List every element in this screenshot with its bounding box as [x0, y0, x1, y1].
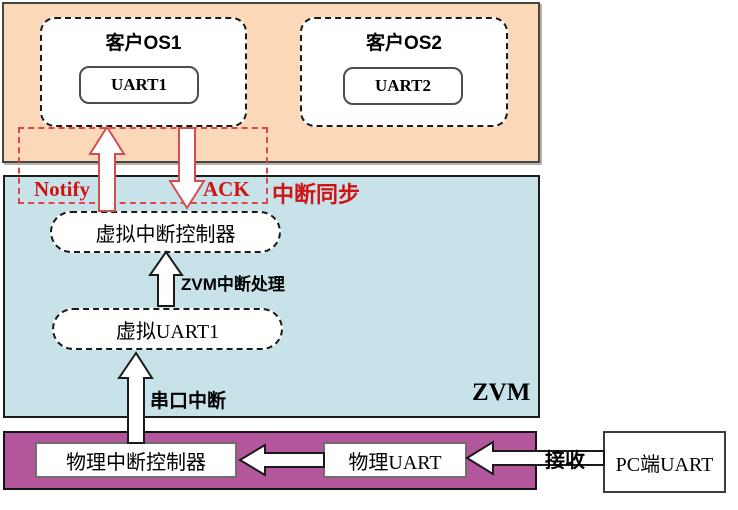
virtual-uart1-label: 虚拟UART1: [115, 320, 220, 343]
physical-uart-label: 物理UART: [348, 451, 442, 474]
serial-irq-up-arrow: [117, 351, 154, 444]
notify-label: Notify: [34, 177, 90, 201]
pc-to-phys-uart-arrow: [465, 440, 605, 476]
uart2-box: UART2: [343, 67, 463, 105]
pc-uart-box: PC端UART: [603, 431, 726, 493]
guest-os1-title: 客户OS1: [105, 33, 182, 54]
physical-uart-box: 物理UART: [323, 442, 467, 478]
serial-irq-label: 串口中断: [150, 391, 227, 412]
phys-uart-to-intc-arrow: [238, 443, 325, 477]
interrupt-sync-label: 中断同步: [272, 182, 361, 207]
physical-interrupt-controller-label: 物理中断控制器: [66, 451, 206, 474]
virtual-interrupt-controller-label: 虚拟中断控制器: [95, 223, 236, 246]
uart1-label: UART1: [110, 75, 168, 94]
zvm-irq-up-arrow: [148, 250, 184, 307]
physical-interrupt-controller-box: 物理中断控制器: [35, 442, 237, 478]
pc-uart-label: PC端UART: [615, 453, 714, 476]
uart2-label: UART2: [374, 76, 432, 95]
uart1-box: UART1: [79, 66, 199, 104]
ack-label: ACK: [203, 177, 250, 201]
receive-data-label: 接收 数据: [545, 404, 585, 510]
receive-data-line1: 接收: [545, 450, 585, 472]
zvm-panel-label: ZVM: [472, 379, 531, 406]
interrupt-sync-region: [18, 127, 268, 204]
ack-down-arrow: [168, 127, 206, 210]
zvm-irq-handle-label: ZVM中断处理: [181, 275, 285, 294]
virtual-interrupt-controller-box: 虚拟中断控制器: [50, 211, 281, 253]
notify-up-arrow: [88, 125, 126, 212]
guest-os2-title: 客户OS2: [365, 33, 443, 54]
virtual-uart1-box: 虚拟UART1: [52, 308, 283, 350]
